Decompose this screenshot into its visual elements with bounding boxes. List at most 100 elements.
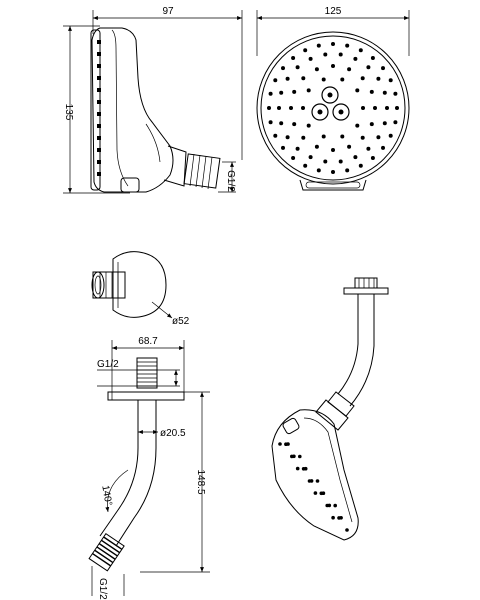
spray-hole [308,155,313,160]
front-view: 125 [256,6,410,191]
spray-hole [369,122,374,127]
spray-hole [360,76,365,81]
spray-hole [321,77,326,82]
spray-hole [289,106,293,110]
flange-dia-label: ø52 [172,316,190,327]
spray-hole [331,515,335,520]
spray-hole [345,43,350,48]
arm-angle-label: 140° [99,484,113,506]
spray-hole [353,155,358,160]
front-width-label: 125 [325,6,342,17]
arm-flange [107,391,185,401]
spray-hole [290,454,294,459]
spray-hole [315,479,320,483]
flange-view: ø52 [91,251,190,327]
side-thread [183,153,221,189]
assembly-lever [282,417,300,435]
side-face-plate [90,29,101,191]
spray-hole [331,64,335,68]
spray-hole [308,56,313,61]
spray-hole [360,135,365,140]
side-nozzle-dots [97,40,101,176]
spray-hole [301,76,306,81]
spray-hole [385,106,389,110]
side-head-outline [91,27,174,193]
spray-hole [370,56,375,60]
arm-top-thread-label: G1/2 [97,359,119,370]
spray-hole [279,121,284,126]
spray-hole [268,91,273,96]
arm-bottom-thread [88,532,125,572]
spray-hole [373,106,377,110]
spray-hole [381,66,385,71]
spray-hole [347,144,352,149]
spray-hole [314,144,319,149]
spray-hole [353,56,358,61]
spray-hole [338,159,343,164]
spray-hole [393,120,398,125]
assembly-spray-dots [278,442,349,532]
arm-bottom-thread-label: G1/2 [97,578,108,600]
spray-hole [301,467,306,471]
assembly-view [271,277,389,541]
spray-hole [267,106,271,110]
spray-hole [376,135,381,140]
assembly-head [271,409,359,541]
spray-hole [323,52,328,57]
spray-hole [279,90,284,95]
arm-width-label: 68.7 [138,336,158,347]
spray-hole [358,163,363,168]
spray-hole [301,135,306,140]
spray-hole [345,528,349,532]
shower-arm-view: 68.7 G1/2 ø20.5 148.5 140° G1/2 [88,336,210,600]
spray-hole [292,122,297,127]
spray-hole [381,145,385,150]
side-height-label: 135 [63,104,74,121]
spray-hole [316,43,321,48]
spray-hole [306,88,311,93]
assembly-arm [337,294,359,395]
front-lever [299,179,367,191]
spray-hole [347,67,352,72]
arm-tube [99,400,139,537]
spray-hole [298,454,302,459]
spray-hole [340,134,345,139]
spray-hole [319,491,324,496]
spray-hole [393,91,398,96]
spray-hole [292,89,297,94]
arm-tube-dia-label: ø20.5 [160,428,186,439]
spray-hole [331,42,335,46]
spray-hole [273,78,278,83]
spray-hole [345,168,350,173]
side-thread-label: G1/2 [225,170,236,192]
spray-hole [370,156,375,160]
spray-hole [323,159,328,164]
spray-hole [361,106,365,110]
spray-hole [291,156,296,160]
arm-height-label: 148.5 [195,469,206,494]
spray-hole [313,491,318,495]
flange-plate [112,251,167,318]
spray-hole [321,134,326,139]
spray-hole [366,146,371,151]
spray-hole [316,168,321,173]
spray-hole [358,48,363,53]
spray-hole [307,479,312,483]
spray-hole [314,67,319,72]
arm-top-thread [136,357,158,389]
front-spray-dots [267,42,399,174]
spray-hole [331,170,335,174]
assembly-flange [343,287,389,295]
front-outer-ring [256,31,410,185]
spray-hole [285,76,290,81]
spray-hole [295,65,300,70]
spray-hole [355,88,360,93]
spray-hole [303,163,308,168]
spray-hole [295,146,300,151]
spray-hole [278,442,282,446]
spray-hole [303,48,308,53]
spray-hole [268,120,273,125]
spray-hole [395,106,399,110]
spray-hole [273,133,278,138]
